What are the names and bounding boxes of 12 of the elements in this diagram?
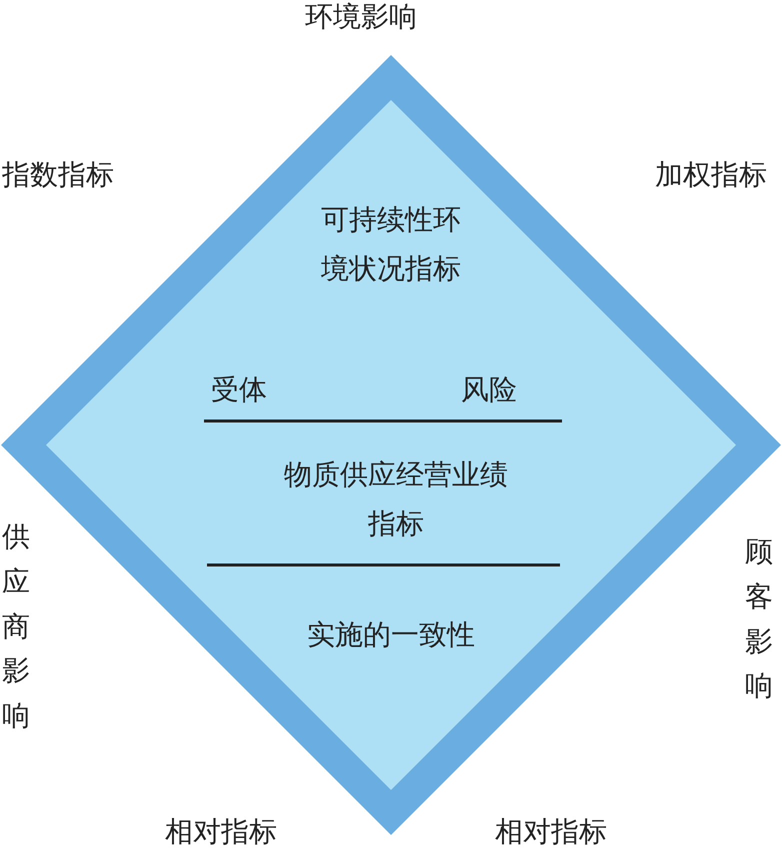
consistency-text: 实施的一致性 [306, 617, 476, 653]
indicator-text: 物质供应经营业绩指标 [283, 457, 509, 542]
category-label: 供应商影响 [2, 519, 31, 734]
category-label: 加权指标 [655, 158, 767, 192]
category-label: 环境影响 [305, 0, 417, 34]
indicator-text: 可持续性环境状况指标 [320, 202, 462, 287]
receptor-text: 受体 [211, 372, 268, 408]
category-label: 相对指标 [495, 815, 607, 849]
risk-text: 风险 [461, 372, 518, 408]
category-label: 指数指标 [2, 158, 114, 192]
category-label: 相对指标 [165, 815, 277, 849]
category-label: 顾客影响 [745, 534, 774, 704]
